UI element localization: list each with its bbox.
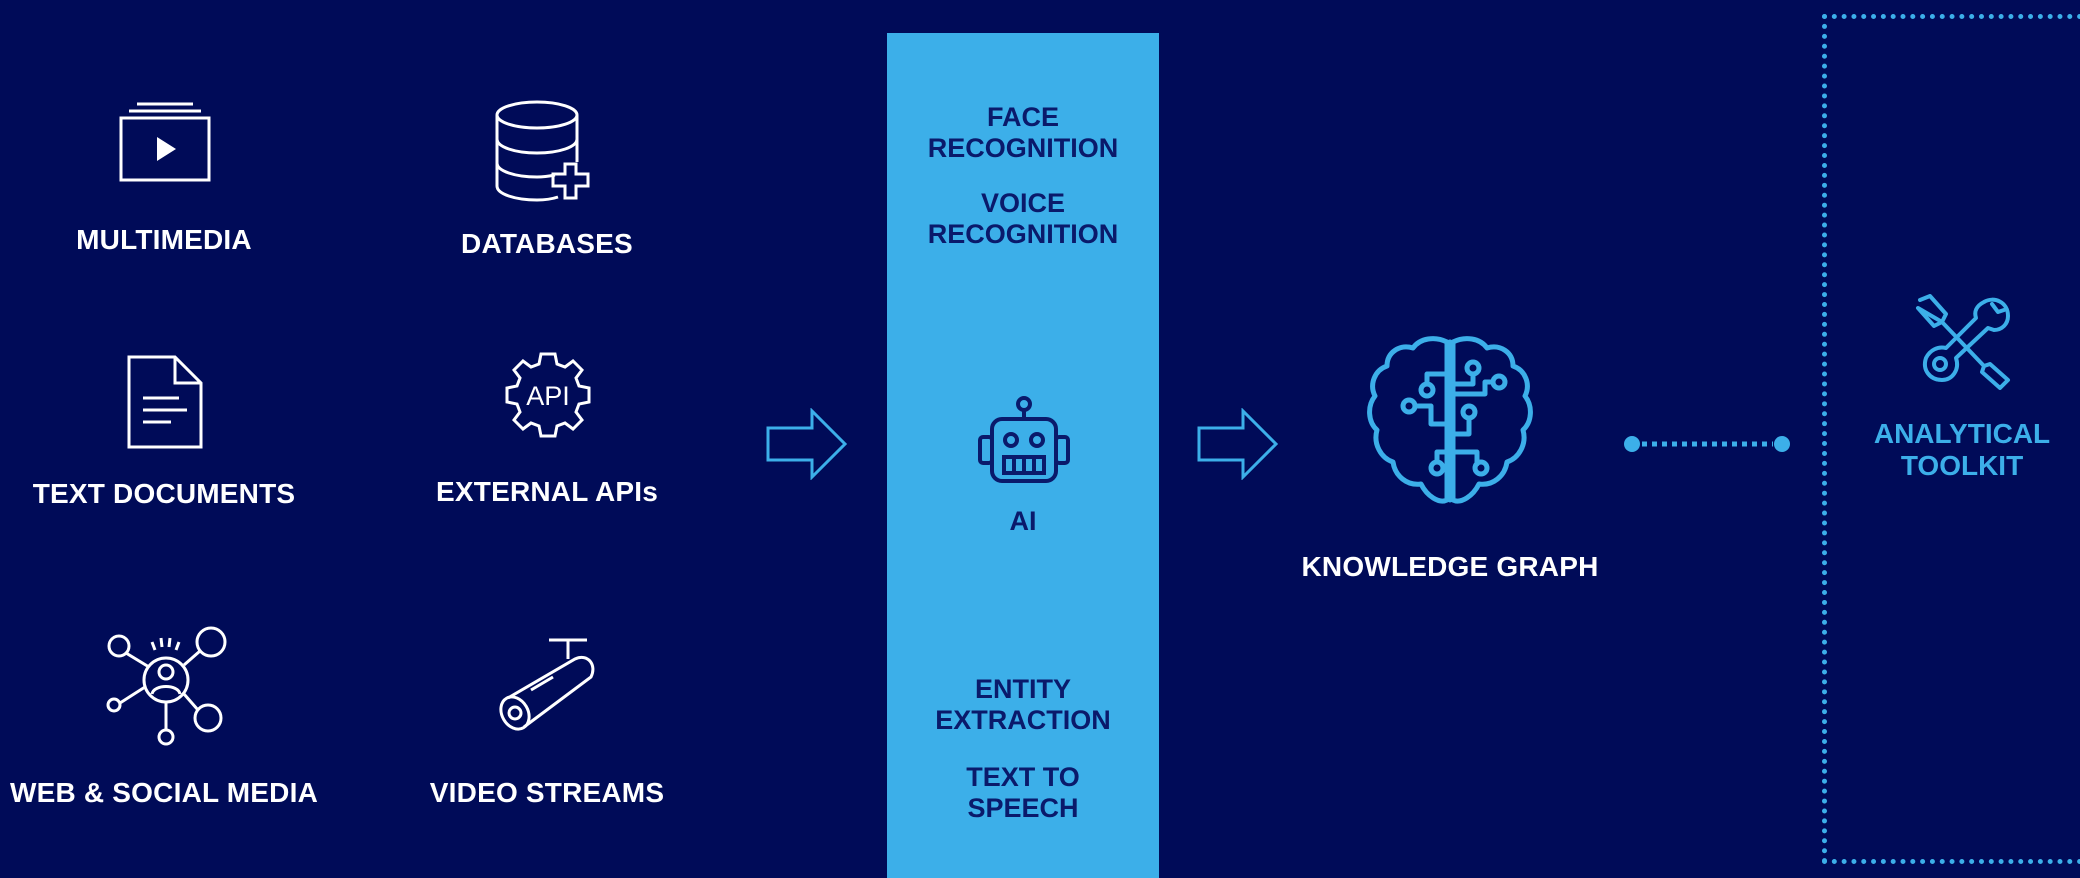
right-arrow-icon: [766, 408, 848, 480]
api-gear-text: API: [526, 381, 570, 411]
video-playlist-icon: [119, 102, 211, 182]
cctv-camera-icon: [499, 638, 595, 731]
social-network-icon: [106, 626, 227, 746]
document-icon: [127, 355, 203, 449]
analytical-toolkit-label: ANALYTICAL TOOLKIT: [1873, 418, 2051, 481]
video-streams-label: VIDEO STREAMS: [429, 777, 665, 808]
robot-icon: [978, 396, 1070, 483]
database-add-icon: [495, 100, 590, 202]
text-documents-label: TEXT DOCUMENTS: [32, 478, 296, 509]
api-gear-icon: API: [505, 352, 591, 438]
databases-label: DATABASES: [461, 228, 633, 259]
tools-icon: [1916, 294, 2010, 390]
web-social-media-label: WEB & SOCIAL MEDIA: [10, 777, 318, 808]
multimedia-label: MULTIMEDIA: [76, 224, 252, 255]
right-arrow-icon: [1197, 408, 1279, 480]
text-to-speech-label: TEXT TO SPEECH: [966, 762, 1080, 823]
brain-circuit-icon: [1367, 336, 1533, 504]
voice-recognition-label: VOICE RECOGNITION: [927, 188, 1119, 249]
dotted-connector: [1624, 436, 1790, 452]
knowledge-graph-label: KNOWLEDGE GRAPH: [1301, 551, 1599, 582]
face-recognition-label: FACE RECOGNITION: [927, 102, 1119, 163]
ai-label: AI: [1009, 506, 1037, 536]
external-apis-label: EXTERNAL APIs: [436, 476, 658, 507]
entity-extraction-label: ENTITY EXTRACTION: [935, 674, 1111, 735]
analytical-toolkit-box: [1822, 14, 2080, 864]
